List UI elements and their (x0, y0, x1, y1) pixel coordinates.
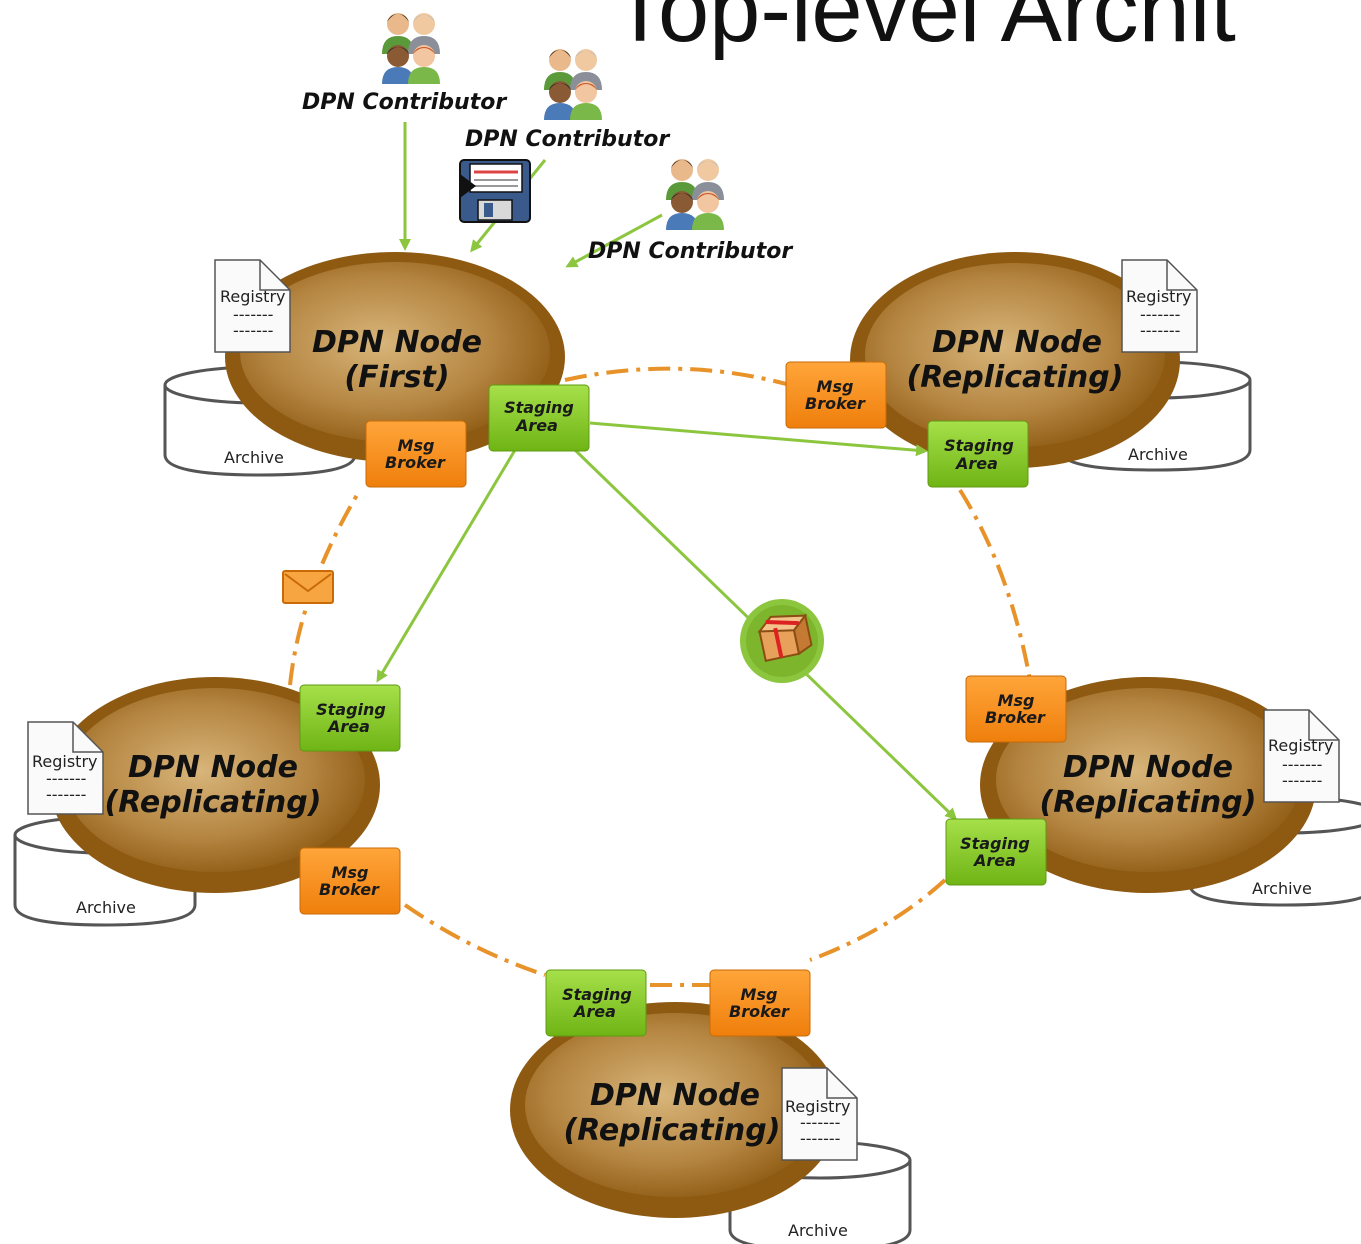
registry-dashes: ------- (46, 785, 86, 804)
registry-dashes: ------- (1140, 321, 1180, 340)
arrow-first-to-top-right (589, 421, 928, 457)
staging-label: Area (572, 1002, 616, 1021)
registry-label: Registry (1126, 287, 1192, 306)
registry-dashes: ------- (1140, 305, 1180, 324)
archive-label: Archive (1252, 879, 1312, 898)
staging-group: Staging Area Staging Area Staging Area S… (299, 384, 1047, 1037)
registry-doc-bottom: Registry ------- ------- (781, 1067, 858, 1161)
registry-dashes: ------- (233, 321, 273, 340)
staging-label: Staging (944, 436, 1014, 455)
registry-dashes: ------- (1282, 771, 1322, 790)
registry-dashes: ------- (800, 1113, 840, 1132)
arrow-contributor3-to-first (565, 213, 663, 268)
contributor-label: DPN Contributor (302, 90, 507, 115)
staging-area-first: Staging Area (488, 384, 590, 452)
package-icon (740, 599, 824, 683)
registry-doc-right: Registry ------- ------- (1263, 709, 1340, 803)
ring-segment-right (958, 488, 1032, 681)
staging-label: Staging (562, 985, 632, 1004)
staging-area-left: Staging Area (299, 684, 401, 752)
registry-dashes: ------- (46, 769, 86, 788)
registry-doc-top-right: Registry ------- ------- (1121, 259, 1198, 353)
node-title: DPN Node (1063, 750, 1233, 785)
msg-broker-label: Broker (319, 880, 380, 899)
msg-broker-label: Msg (998, 691, 1035, 710)
people-group-icon (382, 13, 440, 84)
dpn-node-first: DPN Node (First) (225, 252, 565, 462)
staging-area-bottom: Staging Area (545, 969, 647, 1037)
msg-broker-right: Msg Broker (965, 675, 1067, 743)
node-title: DPN Node (590, 1078, 760, 1113)
node-subtitle: (Replicating) (907, 360, 1124, 395)
node-subtitle: (Replicating) (105, 785, 322, 820)
dpn-node-replicating-top-right: DPN Node (Replicating) (850, 252, 1180, 468)
msg-broker-label: Msg (398, 436, 435, 455)
msg-broker-bottom: Msg Broker (709, 969, 811, 1037)
arrow-first-to-left (376, 449, 517, 683)
node-subtitle: (First) (344, 360, 449, 395)
dpn-node-replicating-bottom: DPN Node (Replicating) (510, 1002, 840, 1218)
floppy-disk-icon (459, 159, 531, 223)
staging-label: Staging (504, 398, 574, 417)
node-title: DPN Node (128, 750, 298, 785)
msg-broker-first: Msg Broker (365, 420, 467, 488)
people-group-icon (666, 159, 724, 230)
msg-broker-label: Msg (332, 863, 369, 882)
dpn-node-replicating-left: DPN Node (Replicating) (50, 677, 380, 893)
ring-segment-lower-right (809, 878, 947, 962)
registry-doc-left: Registry ------- ------- (27, 721, 104, 815)
ring-segment-lower-left (403, 903, 546, 977)
msg-broker-left: Msg Broker (299, 847, 401, 915)
msg-broker-label: Broker (729, 1002, 790, 1021)
registry-dashes: ------- (800, 1129, 840, 1148)
staging-label: Area (514, 416, 558, 435)
staging-label: Area (326, 717, 370, 736)
registry-label: Registry (1268, 736, 1334, 755)
people-group-icon (544, 49, 602, 120)
staging-label: Staging (316, 700, 386, 719)
replication-arrows (376, 122, 958, 821)
msg-broker-label: Broker (805, 394, 866, 413)
archive-label: Archive (76, 898, 136, 917)
registry-label: Registry (32, 752, 98, 771)
msg-broker-top-right: Msg Broker (785, 361, 887, 429)
node-group: DPN Node (First) DPN Node (Replicating) … (50, 252, 1316, 1218)
registry-group: Registry ------- ------- Registry ------… (27, 259, 1340, 1161)
node-title: DPN Node (312, 325, 482, 360)
archive-label: Archive (1128, 445, 1188, 464)
msg-broker-group: Msg Broker Msg Broker Msg Broker Msg Bro… (299, 361, 1067, 1037)
registry-label: Registry (785, 1097, 851, 1116)
ring-segment-top (564, 366, 791, 387)
contributor-label: DPN Contributor (588, 239, 793, 264)
staging-label: Staging (960, 834, 1030, 853)
registry-dashes: ------- (233, 305, 273, 324)
node-title: DPN Node (932, 325, 1102, 360)
msg-broker-label: Broker (385, 453, 446, 472)
node-subtitle: (Replicating) (1040, 785, 1257, 820)
registry-doc-first: Registry ------- ------- (214, 259, 291, 353)
staging-area-right: Staging Area (945, 818, 1047, 886)
msg-broker-label: Msg (741, 985, 778, 1004)
contributor-label: DPN Contributor (465, 127, 670, 152)
node-subtitle: (Replicating) (564, 1113, 781, 1148)
envelope-icon (282, 570, 334, 604)
contributor-group: DPN Contributor DPN Contributor (302, 13, 793, 264)
archive-label: Archive (224, 448, 284, 467)
msg-broker-label: Broker (985, 708, 1046, 727)
registry-label: Registry (220, 287, 286, 306)
registry-dashes: ------- (1282, 755, 1322, 774)
staging-label: Area (972, 851, 1016, 870)
msg-broker-label: Msg (817, 377, 854, 396)
staging-label: Area (954, 454, 998, 473)
archive-label: Archive (788, 1221, 848, 1240)
page-title: Top-level Archit (612, 0, 1236, 61)
staging-area-top-right: Staging Area (927, 420, 1029, 488)
